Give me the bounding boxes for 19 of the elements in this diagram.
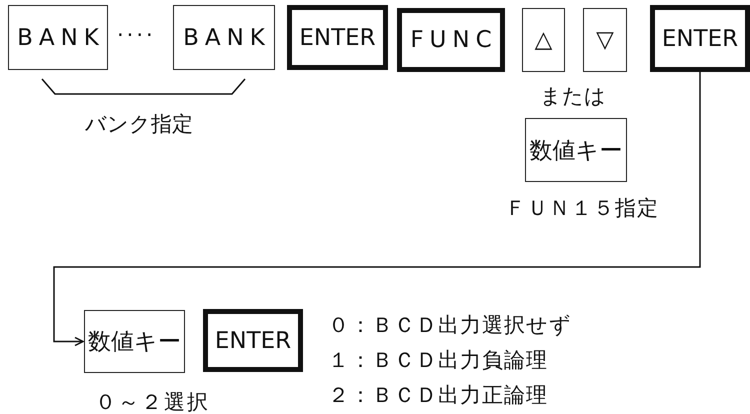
key-box: ENTER	[203, 309, 303, 372]
key-box: △	[522, 8, 565, 72]
key-box: BANK	[173, 5, 275, 70]
option-note: １：ＢＣＤ出力負論理	[328, 347, 548, 374]
key-caption: ０～２選択	[95, 389, 210, 414]
key-box: ENTER	[650, 5, 750, 72]
key-box: FUNC	[397, 8, 505, 72]
function-caption: ＦＵＮ１５指定	[505, 195, 659, 222]
key-box: 数値キー	[84, 310, 185, 373]
arrow	[53, 72, 701, 346]
key-box: ENTER	[287, 5, 388, 70]
ellipsis-dots: ····	[117, 23, 156, 47]
key-box: 数値キー	[525, 118, 627, 182]
option-note: ０：ＢＣＤ出力選択せず	[328, 312, 572, 339]
key-box: BANK	[8, 5, 108, 70]
option-note: ２：ＢＣＤ出力正論理	[328, 382, 548, 409]
bracket-caption: バンク指定	[85, 111, 193, 138]
key-box: ▽	[583, 8, 627, 72]
or-text: または	[540, 83, 606, 110]
